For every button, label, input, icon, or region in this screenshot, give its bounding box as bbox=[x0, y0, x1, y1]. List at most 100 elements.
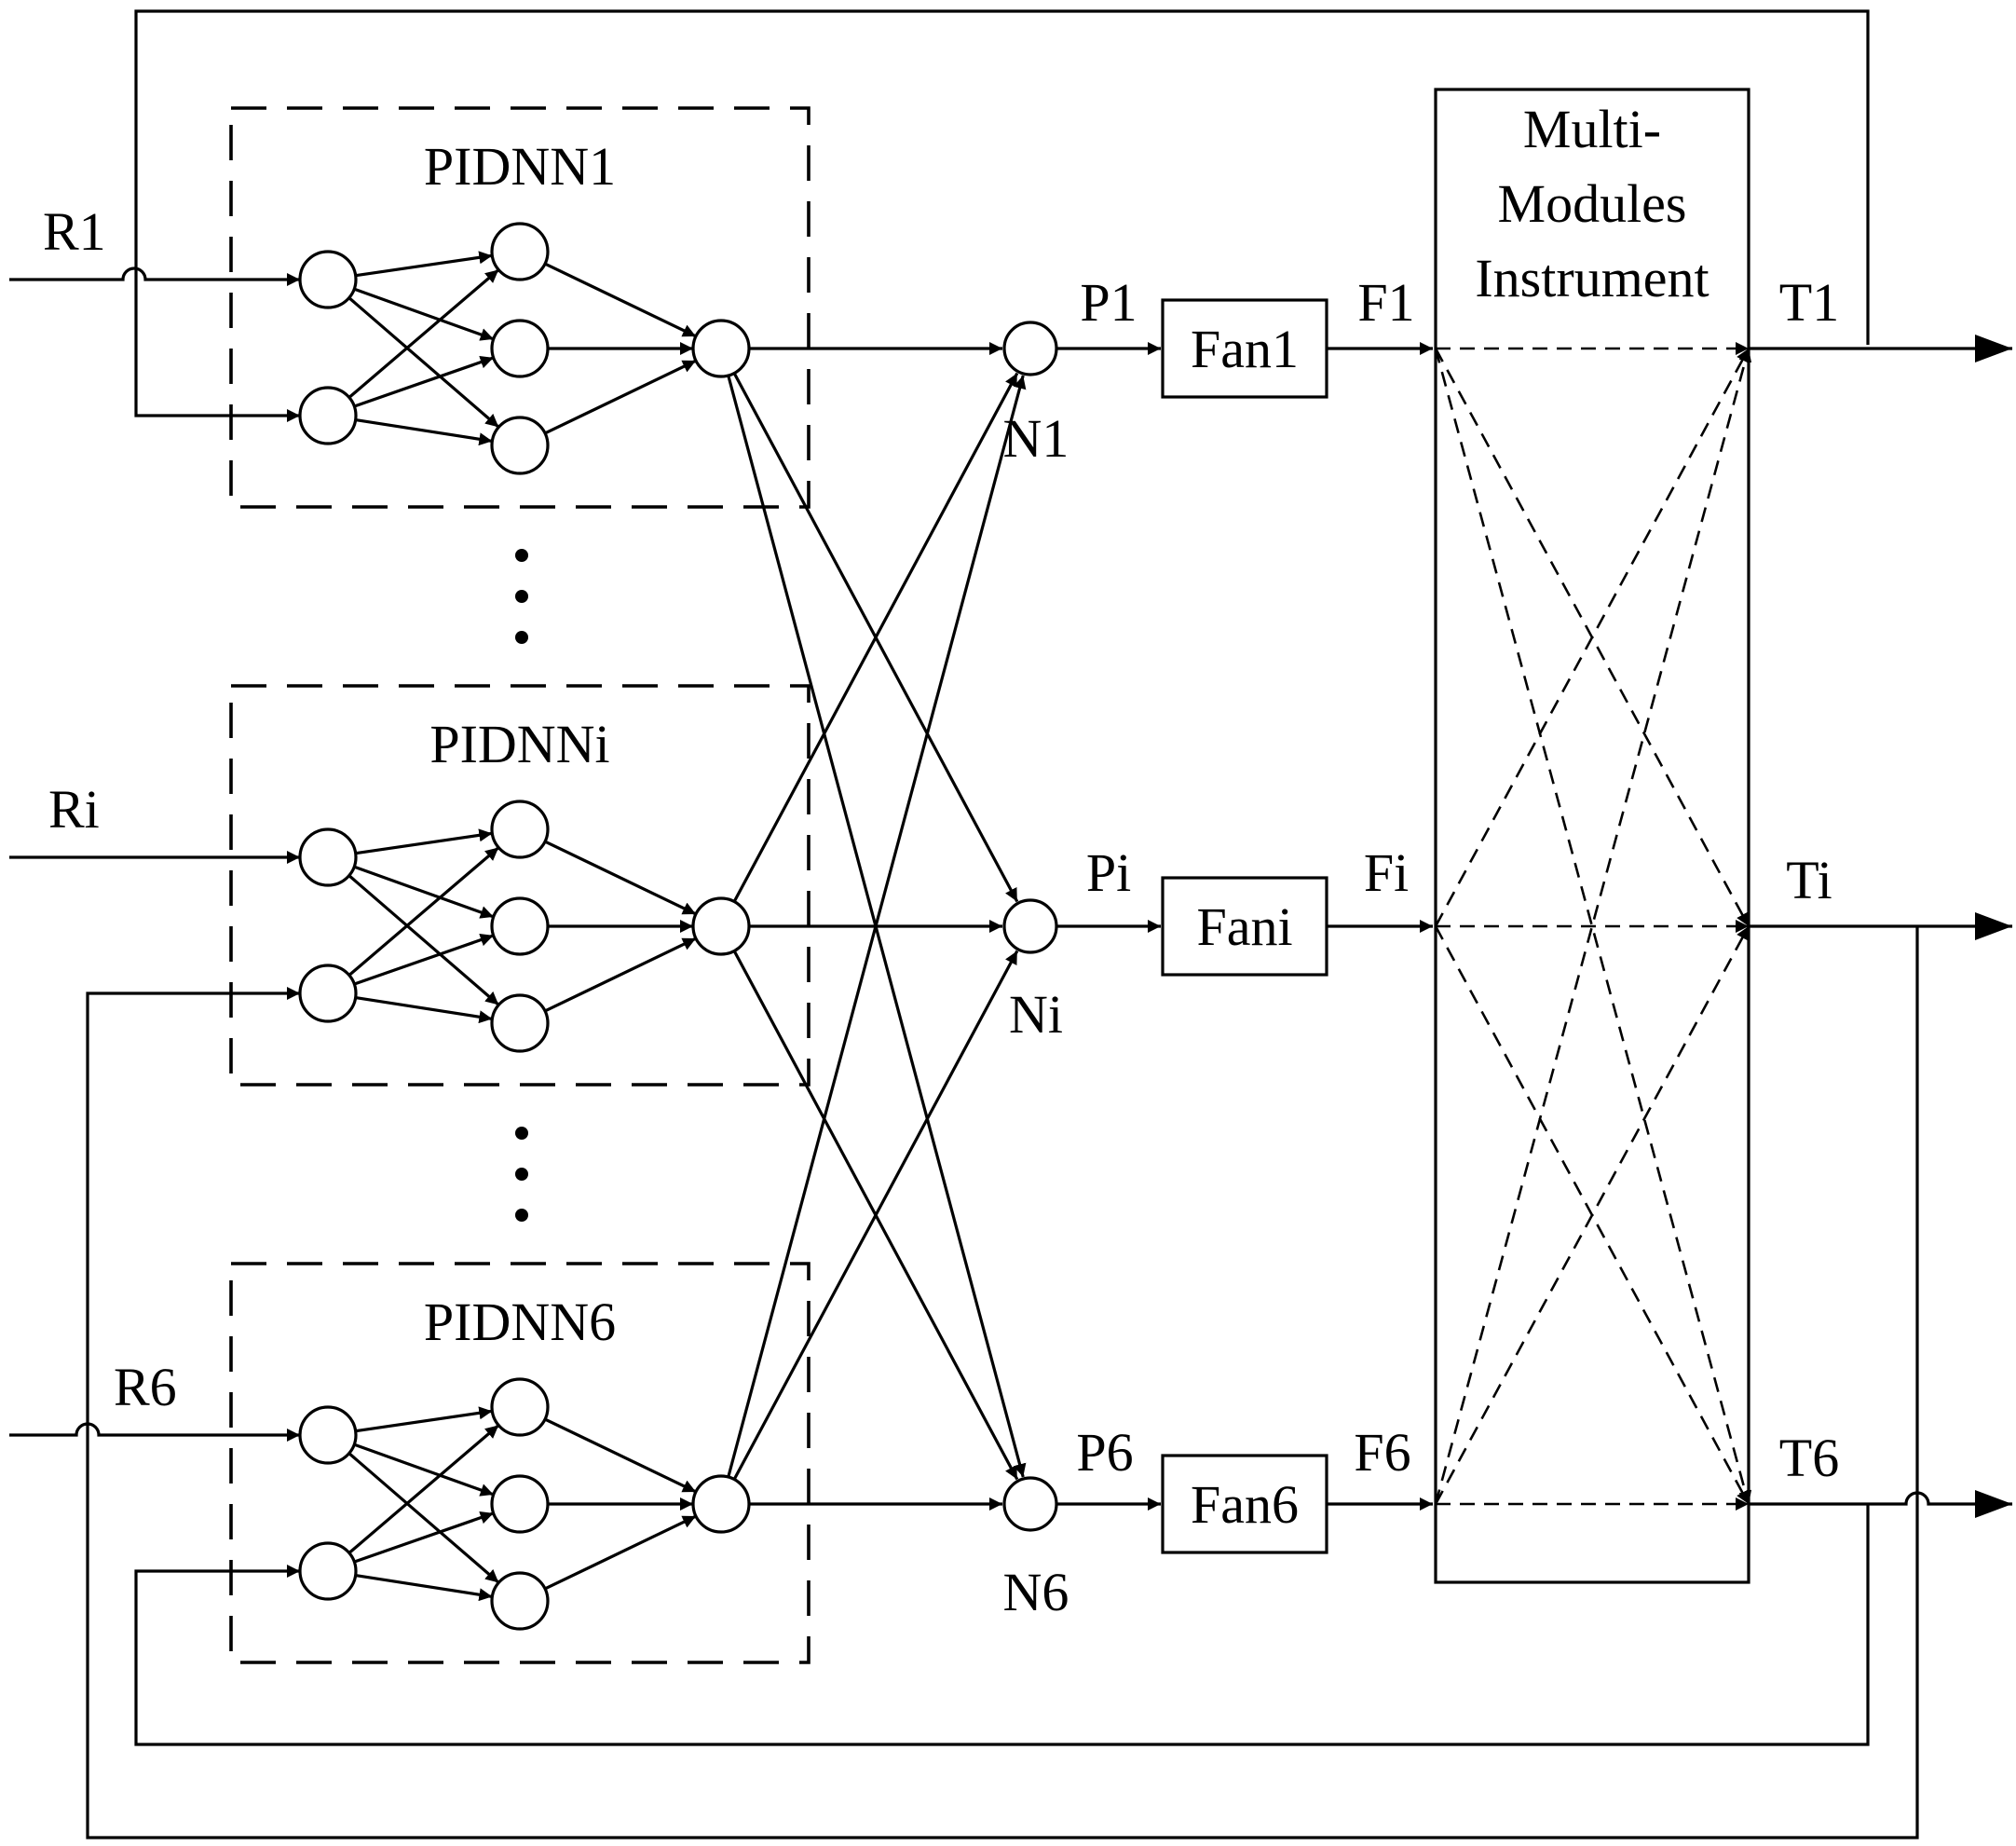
weight-connection bbox=[353, 355, 495, 408]
pidnn-network-3 bbox=[298, 1377, 751, 1631]
summing-node-n1: N1 bbox=[1002, 321, 1069, 469]
input-neuron bbox=[298, 964, 358, 1023]
ellipsis-dot bbox=[515, 1209, 528, 1222]
ellipsis-dot bbox=[515, 1168, 528, 1181]
t1-label: T1 bbox=[1779, 272, 1839, 333]
fan1-box bbox=[1161, 298, 1328, 399]
input-r6-label: R6 bbox=[114, 1357, 177, 1417]
weight-connection bbox=[355, 996, 493, 1024]
thermal-coupling-line bbox=[1434, 348, 1752, 1505]
weight-connection bbox=[353, 1511, 495, 1564]
weight-connection bbox=[355, 1574, 493, 1602]
weight-connection bbox=[353, 287, 495, 341]
f6-label: F6 bbox=[1354, 1422, 1410, 1483]
summing-node-circle bbox=[1002, 321, 1058, 376]
fi-label: Fi bbox=[1364, 842, 1409, 903]
pidnn6-boundary bbox=[229, 1262, 810, 1664]
p6-label: P6 bbox=[1076, 1422, 1133, 1483]
n1-label: N1 bbox=[1003, 408, 1069, 469]
output-neuron bbox=[691, 1474, 751, 1534]
summing-node-circle bbox=[1002, 1476, 1058, 1532]
f1-label: F1 bbox=[1357, 272, 1414, 333]
pi-label: Pi bbox=[1086, 842, 1131, 903]
neural-networks bbox=[298, 222, 751, 1631]
fan1-block: Fan1 bbox=[1161, 298, 1328, 399]
hidden-neuron bbox=[490, 222, 550, 281]
ni-label: Ni bbox=[1009, 984, 1063, 1045]
hidden-neuron bbox=[490, 1474, 550, 1534]
n6-label: N6 bbox=[1003, 1562, 1069, 1622]
fani-block: Fani bbox=[1161, 876, 1328, 977]
input-r1-line bbox=[9, 267, 300, 286]
weight-connection bbox=[544, 937, 697, 1013]
pidnni-label: PIDNNi bbox=[429, 714, 609, 774]
weight-connection bbox=[544, 262, 697, 338]
instrument-block: Multi- Modules Instrument bbox=[1434, 88, 1750, 1584]
weight-connection bbox=[353, 933, 495, 986]
fan1-label: Fan1 bbox=[1191, 319, 1299, 379]
fan6-label: Fan6 bbox=[1191, 1474, 1299, 1535]
input-neuron bbox=[298, 386, 358, 445]
fani-label: Fani bbox=[1196, 896, 1292, 957]
t6-label: T6 bbox=[1779, 1428, 1839, 1488]
input-r6-line bbox=[9, 1422, 300, 1442]
thermal-coupling-line bbox=[1434, 348, 1750, 927]
hidden-neuron bbox=[490, 896, 550, 956]
input-ri-label: Ri bbox=[48, 779, 100, 840]
ellipsis-dot bbox=[515, 590, 528, 603]
output-neuron bbox=[691, 896, 751, 956]
hidden-neuron bbox=[490, 319, 550, 378]
ellipsis-lower bbox=[515, 1127, 528, 1222]
thermal-coupling-line bbox=[1434, 348, 1752, 1505]
weight-connection bbox=[355, 251, 493, 278]
ellipsis-dot bbox=[515, 1127, 528, 1140]
weight-connection bbox=[544, 359, 697, 435]
fan6-box bbox=[1161, 1454, 1328, 1554]
weight-connection bbox=[347, 1424, 500, 1554]
weight-connection bbox=[355, 1406, 493, 1433]
pidnn-network-2 bbox=[298, 800, 751, 1053]
summing-node-ni: Ni bbox=[1002, 898, 1063, 1045]
input-neuron bbox=[298, 1541, 358, 1601]
ellipsis-dot bbox=[515, 631, 528, 644]
controller-output-connection bbox=[732, 950, 1019, 1481]
pidnn1-label: PIDNN1 bbox=[424, 136, 616, 197]
pidnn6-group: PIDNN6 bbox=[229, 1262, 810, 1664]
summing-node-n6: N6 bbox=[1002, 1476, 1069, 1622]
input-neuron bbox=[298, 827, 358, 887]
pidnn1-boundary bbox=[229, 106, 810, 509]
hidden-neuron bbox=[490, 993, 550, 1053]
ti-label: Ti bbox=[1786, 850, 1832, 910]
weight-connection bbox=[347, 296, 500, 429]
input-neuron bbox=[298, 250, 358, 309]
input-neuron bbox=[298, 1405, 358, 1465]
hidden-neuron bbox=[490, 1377, 550, 1437]
weight-connection bbox=[355, 828, 493, 855]
instrument-label-line2: Modules bbox=[1498, 173, 1687, 234]
instrument-box bbox=[1434, 88, 1750, 1584]
weight-connection bbox=[544, 1417, 697, 1494]
ellipsis-upper bbox=[515, 549, 528, 644]
controller-output-connection bbox=[727, 375, 1027, 1478]
weight-connection bbox=[353, 1443, 495, 1497]
hidden-neuron bbox=[490, 1571, 550, 1631]
cross-connections bbox=[727, 342, 1027, 1511]
instrument-label-line3: Instrument bbox=[1475, 248, 1709, 308]
pidnn1-group: PIDNN1 bbox=[229, 106, 810, 509]
weight-connection bbox=[347, 1452, 500, 1584]
output-neuron bbox=[691, 319, 751, 378]
p1-label: P1 bbox=[1080, 272, 1137, 333]
weight-connection bbox=[347, 846, 500, 977]
hidden-neuron bbox=[490, 800, 550, 859]
pidnn-network-1 bbox=[298, 222, 751, 475]
pidnni-group: PIDNNi bbox=[229, 684, 810, 1087]
output-t6-line bbox=[1749, 1490, 2012, 1518]
fan6-block: Fan6 bbox=[1161, 1454, 1328, 1554]
feedback-t1-line bbox=[134, 9, 1870, 422]
fani-box bbox=[1161, 876, 1328, 977]
feedback-ti-line bbox=[86, 927, 1919, 1839]
weight-connection bbox=[353, 865, 495, 919]
feedback-t6-line bbox=[134, 1505, 1870, 1746]
hidden-neuron bbox=[490, 416, 550, 475]
